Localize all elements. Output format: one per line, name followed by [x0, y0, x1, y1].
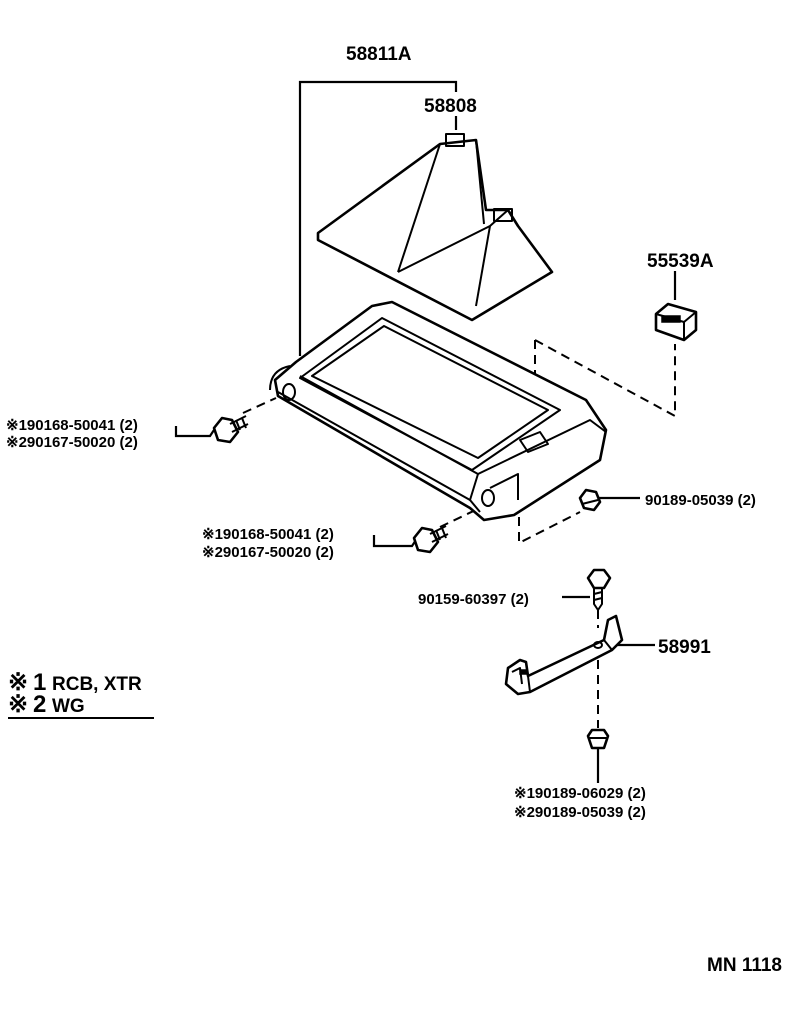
- nut-bottom: [586, 728, 610, 750]
- bracket-58991: [504, 614, 624, 696]
- legend-mark-1: ※: [8, 669, 28, 696]
- part-label-screw-upper-2: ※290167-50020 (2): [6, 434, 138, 451]
- part-label-nut-bottom-1: ※190189-06029 (2): [514, 785, 646, 802]
- leader-lines: [174, 80, 677, 783]
- part-label-screw-lower-2: ※290167-50020 (2): [202, 544, 334, 561]
- part-label-55539a: 55539A: [647, 251, 714, 272]
- console-box: [269, 300, 608, 522]
- figure-code: MN 1118: [707, 955, 782, 976]
- bolt-90159-60397: [586, 568, 612, 611]
- legend-text-1: RCB, XTR: [52, 674, 142, 695]
- legend-num-1: 1: [33, 669, 46, 696]
- legend: ※ 1 RCB, XTR ※ 2 WG: [8, 669, 154, 719]
- part-label-58811a: 58811A: [346, 44, 412, 65]
- screw-lower: [412, 525, 449, 554]
- screw-upper: [212, 415, 249, 444]
- part-label-screw-upper-1: ※190168-50041 (2): [6, 417, 138, 434]
- part-label-nut-bottom-2: ※290189-05039 (2): [514, 804, 646, 821]
- legend-mark-2: ※: [8, 691, 28, 718]
- part-label-58808: 58808: [424, 96, 477, 117]
- boot-58808: [316, 133, 554, 322]
- part-label-screw-lower-1: ※190168-50041 (2): [202, 526, 334, 543]
- part-label-58991: 58991: [658, 637, 711, 658]
- legend-num-2: 2: [33, 691, 46, 718]
- part-label-90159-60397: 90159-60397 (2): [418, 591, 529, 608]
- clip-55539a: [654, 302, 698, 342]
- part-label-90189-05039: 90189-05039 (2): [645, 492, 756, 509]
- nut-right: [578, 488, 602, 512]
- legend-text-2: WG: [52, 696, 85, 717]
